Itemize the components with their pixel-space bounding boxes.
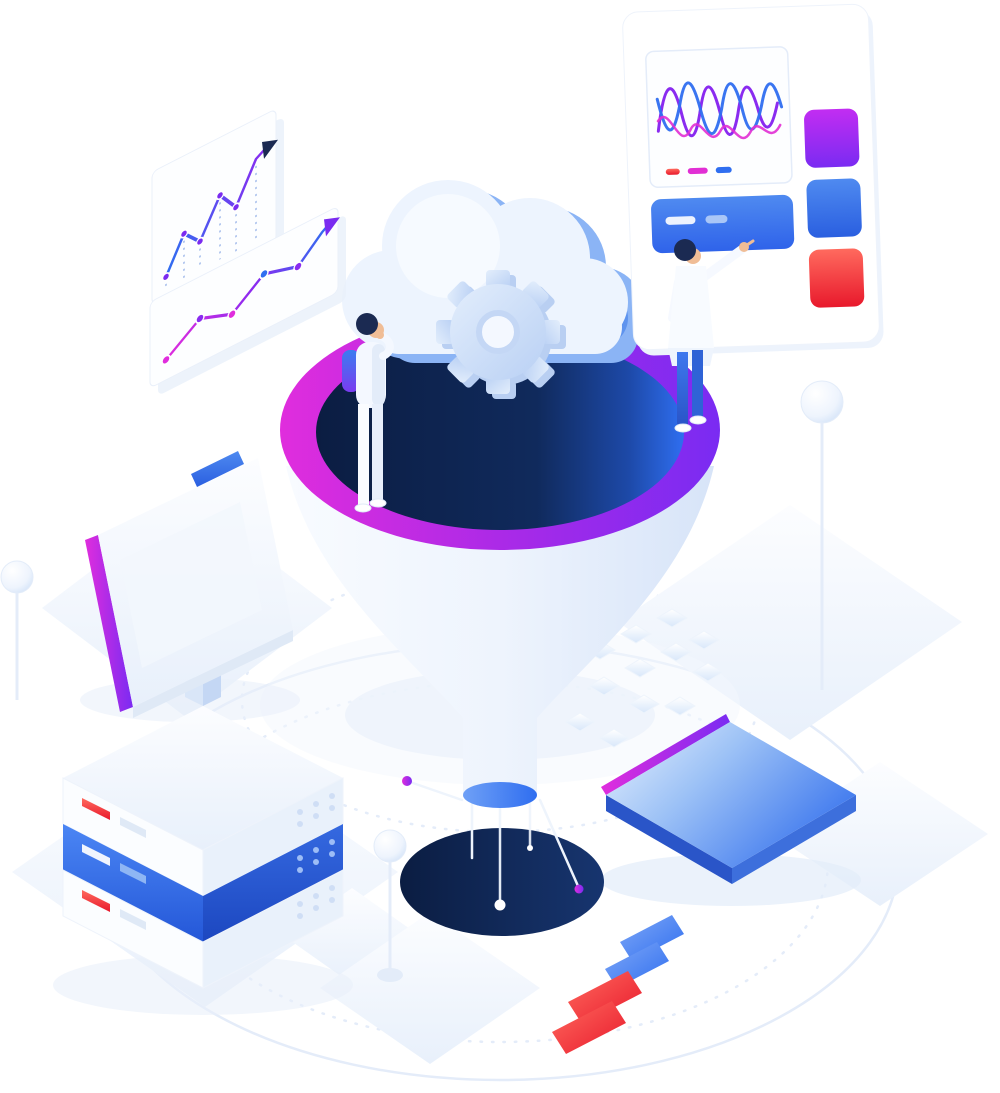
tile-blue <box>806 178 862 238</box>
server-slab3-right <box>202 869 344 989</box>
server-light-dash-3 <box>120 909 146 930</box>
ground-hole <box>400 828 604 936</box>
shoe <box>369 498 387 508</box>
server-white-dash-2 <box>82 844 110 866</box>
pin-ball-center <box>373 829 407 863</box>
legend-dash-blue <box>715 166 732 174</box>
leg-right <box>692 350 703 416</box>
platform-right <box>618 505 962 740</box>
server-light-dash-1 <box>120 817 146 838</box>
backpack <box>342 350 360 392</box>
tablet-panel <box>601 714 856 884</box>
analyst-standing <box>342 313 394 513</box>
card2-arrow <box>324 217 340 237</box>
server-slab2-right <box>203 824 343 942</box>
server-vents-2 <box>297 839 335 873</box>
hair-right-analyst <box>674 239 696 261</box>
node-dot-white <box>494 899 506 911</box>
tablet-side-left <box>606 795 732 884</box>
data-funnel <box>280 310 720 808</box>
card2-face <box>149 207 339 387</box>
location-pins <box>0 380 844 982</box>
leg-left <box>358 404 369 506</box>
circuit-drips <box>402 776 584 911</box>
pin-ball-right <box>800 380 844 424</box>
server-light-dash-2 <box>120 863 146 884</box>
blue-bar-dash-2 <box>705 214 728 224</box>
folder-blue-tab <box>191 451 244 487</box>
gear-icon <box>436 270 566 399</box>
shoe <box>689 415 707 425</box>
dashboard-blue-bar <box>651 194 795 254</box>
tablet-screen <box>606 722 856 868</box>
server-stack <box>62 656 344 989</box>
funnel-spout <box>463 782 537 808</box>
coat-hem <box>668 348 714 366</box>
leg-right <box>372 404 383 502</box>
tile-red <box>808 248 865 308</box>
tile-purple <box>804 108 860 168</box>
bent-arm <box>377 332 394 360</box>
legend-dash-magenta <box>687 167 708 175</box>
dashboard-tiles <box>804 108 865 308</box>
lab-coat <box>668 266 714 348</box>
leg-left <box>677 352 688 424</box>
gear-hole <box>476 310 520 354</box>
platform-bottom-mid <box>320 912 540 1064</box>
funnel-throat <box>316 334 684 530</box>
folder-panel <box>85 451 293 718</box>
folder-inner-sheet <box>120 502 262 668</box>
node-dot-magenta-2 <box>574 884 584 894</box>
shoe <box>674 423 692 433</box>
shoe <box>354 503 372 513</box>
card1-arrow <box>262 139 278 159</box>
tablet-side-right <box>732 795 856 884</box>
server-red-dash-3 <box>82 890 110 912</box>
card1-dots <box>161 190 241 282</box>
blue-bar-dash-1 <box>665 216 696 225</box>
speed-marks-red <box>552 971 642 1054</box>
server-vents-1 <box>297 793 335 827</box>
server-vents-3 <box>297 885 335 919</box>
wave-blue <box>655 81 784 135</box>
folder-thickness <box>133 630 293 718</box>
folder-magenta-spine <box>85 535 133 712</box>
analyst-pointing <box>668 239 755 433</box>
funnel-body <box>286 466 714 799</box>
pointing-finger <box>742 239 755 249</box>
wave-purple <box>656 85 779 138</box>
server-red-dash-1 <box>82 798 110 820</box>
pin-ball-left <box>0 560 34 594</box>
line-chart-card-2 <box>149 207 346 394</box>
legend-dash-red <box>665 168 680 175</box>
card2-dots <box>161 261 303 366</box>
cloud-highlight <box>396 194 500 298</box>
wave-magenta <box>656 115 782 140</box>
tablet-magenta-edge <box>601 714 730 795</box>
pin-base-center <box>377 968 403 982</box>
dashboard-panel <box>622 3 884 356</box>
hair-left-analyst <box>356 313 378 335</box>
node-dot-magenta <box>402 776 412 786</box>
node-dot-small <box>527 845 533 851</box>
